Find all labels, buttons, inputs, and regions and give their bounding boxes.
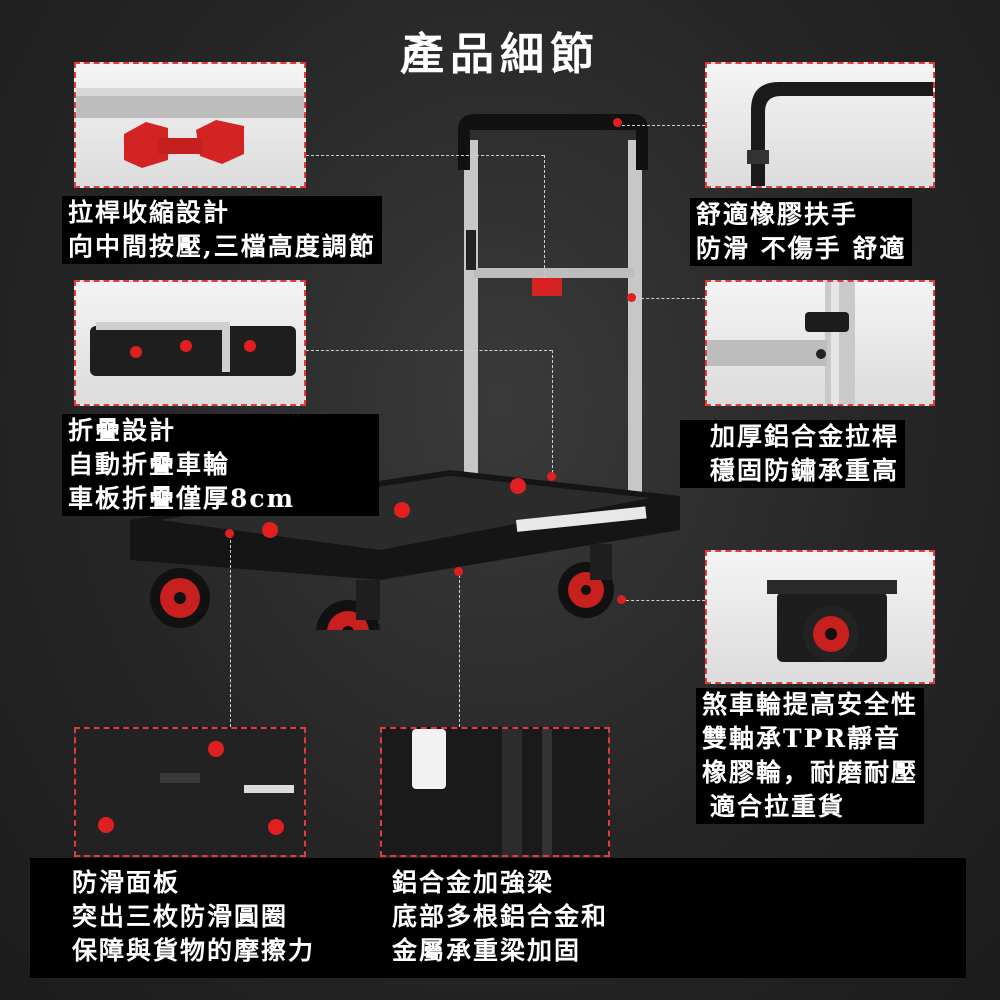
- callout-line: 底部多根鋁合金和: [392, 902, 609, 931]
- callout-brake: 煞車輪提高安全性 雙軸承TPR靜音 橡膠輪，耐磨耐壓 適合拉重貨: [696, 688, 925, 824]
- wheel-front-center: [316, 580, 380, 630]
- callout-line: 拉桿收縮設計: [68, 198, 231, 227]
- detail-photo-folded: [74, 280, 306, 406]
- handle-crossbar: [474, 268, 634, 278]
- marker-panel: [225, 529, 234, 538]
- callout-grip: 舒適橡膠扶手 防滑 不傷手 舒適: [690, 198, 913, 266]
- callout-line: 折疊設計: [68, 416, 177, 445]
- callout-handle-telescopic: 拉桿收縮設計 向中間按壓,三檔高度調節: [62, 196, 382, 264]
- page-title: 產品細節: [400, 29, 600, 80]
- callout-line: 車板折疊僅厚8cm: [68, 484, 296, 513]
- callout-folding: 折疊設計 自動折疊車輪 車板折疊僅厚8cm: [62, 414, 379, 516]
- handle-right-rod: [628, 140, 642, 510]
- callout-line: 橡膠輪，耐磨耐壓: [702, 758, 919, 787]
- callout-line: 舒適橡膠扶手: [696, 200, 859, 229]
- marker-folding: [547, 472, 556, 481]
- callout-line: 防滑面板: [72, 868, 181, 897]
- callout-line: 鋁合金加強梁: [392, 868, 555, 897]
- callout-line: 穩固防鏽承重高: [710, 456, 900, 485]
- detail-photo-panel: [74, 727, 306, 857]
- marker-grip: [613, 118, 622, 127]
- marker-beam: [454, 567, 463, 576]
- wheel-rear-right: [558, 544, 614, 618]
- callout-line: 適合拉重貨: [710, 792, 846, 821]
- callout-line: 金屬承重梁加固: [392, 936, 582, 965]
- bottom-caption-bar: [30, 858, 966, 978]
- marker-brake-wheel: [617, 595, 626, 604]
- cart-illustration: [130, 114, 680, 630]
- callout-line: 加厚鋁合金拉桿: [710, 422, 900, 451]
- callout-line: 向中間按壓,三檔高度調節: [68, 232, 376, 261]
- wheel-front-left: [150, 568, 210, 628]
- handle-grip: [458, 114, 648, 170]
- detail-photo-grip: [705, 62, 935, 188]
- marker-handle-buttons: [539, 279, 548, 288]
- detail-photo-brake-wheel: [705, 550, 935, 684]
- callout-line: 煞車輪提高安全性: [702, 690, 919, 719]
- detail-photo-handle-buttons: [74, 62, 306, 188]
- callout-line: 保障與貨物的摩擦力: [72, 936, 316, 965]
- callout-line: 防滑 不傷手 舒適: [696, 234, 907, 263]
- callout-rod: 加厚鋁合金拉桿 穩固防鏽承重高: [680, 420, 906, 488]
- callout-line: 突出三枚防滑圓圈: [72, 902, 289, 931]
- callout-beam: 鋁合金加強梁 底部多根鋁合金和 金屬承重梁加固: [386, 866, 614, 968]
- marker-rod: [627, 293, 636, 302]
- handle-left-rod: [464, 140, 478, 480]
- detail-photo-rod: [705, 280, 935, 406]
- callout-line: 雙軸承TPR靜音: [702, 724, 902, 753]
- detail-photo-beam: [380, 727, 610, 857]
- callout-line: 自動折疊車輪: [68, 450, 231, 479]
- callout-panel: 防滑面板 突出三枚防滑圓圈 保障與貨物的摩擦力: [66, 866, 321, 968]
